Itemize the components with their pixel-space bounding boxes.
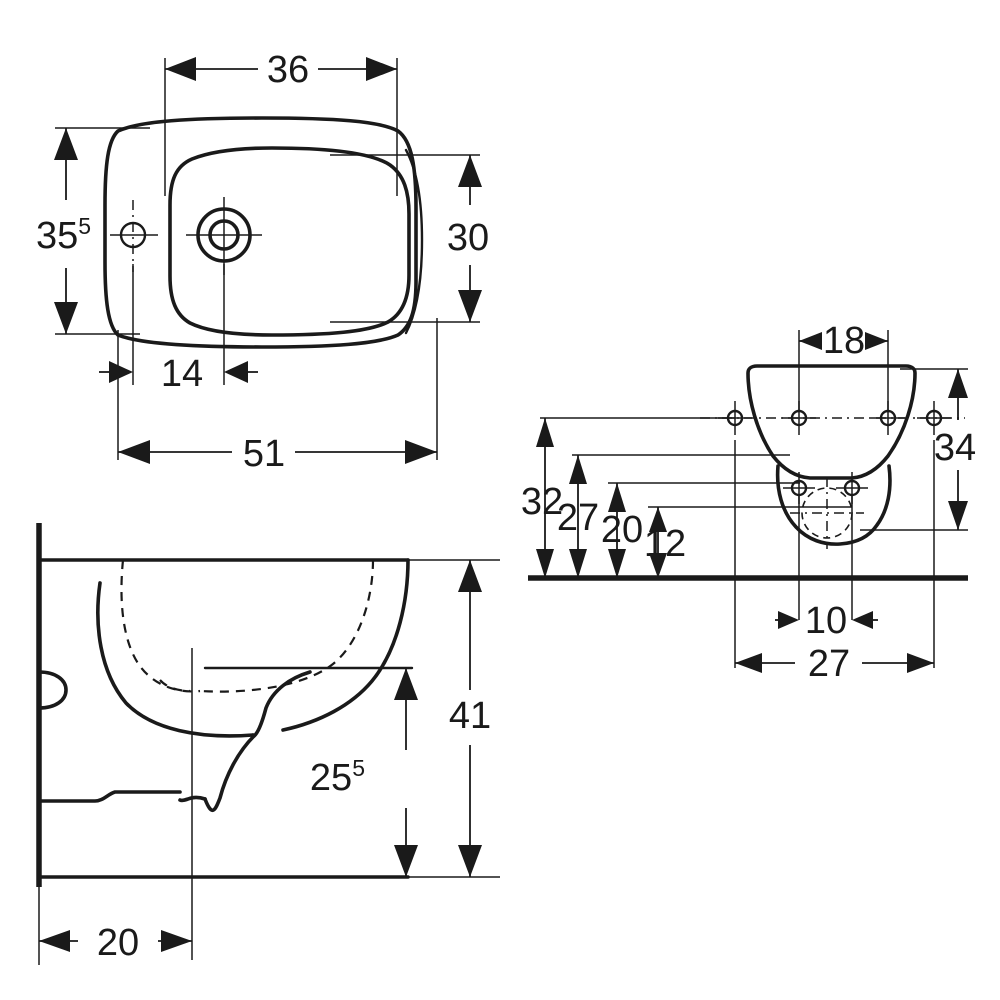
- front-dim-34-arrow-top: [948, 369, 968, 398]
- plan-dim-51-label: 51: [243, 433, 285, 475]
- front-dim-27-vertical: 27: [557, 455, 599, 578]
- plan-dim-51: 51: [118, 433, 437, 475]
- plan-dim-36-arrow-right: [366, 57, 397, 81]
- plan-dim-35-arrow-top: [54, 128, 78, 160]
- plan-dim-35-arrow-bottom: [54, 302, 78, 334]
- plan-dim-14-arrow-left: [109, 361, 133, 383]
- side-dim-41-arrow-top: [458, 560, 482, 592]
- side-dim-25-label: 255: [310, 755, 365, 799]
- side-dim-25-arrow-top: [394, 668, 418, 700]
- front-dim-18: 18: [799, 320, 888, 362]
- front-dim-34-arrow-bottom: [948, 501, 968, 530]
- plan-dim-30-arrow-bottom: [458, 290, 482, 322]
- plan-dim-36: 36: [165, 49, 397, 91]
- front-dim-18-arrow-left: [799, 332, 822, 350]
- plan-dim-35-label: 355: [36, 213, 91, 257]
- plan-dim-36-arrow-left: [165, 57, 196, 81]
- front-view: 18 34 32 27 20: [521, 320, 976, 685]
- front-dim-10: 10: [775, 600, 878, 642]
- front-dim-27v-label: 27: [557, 497, 599, 539]
- front-dim-27h-arrow-left: [735, 653, 762, 673]
- front-dim-12-label: 12: [644, 523, 686, 565]
- side-dim-41-label: 41: [449, 695, 491, 737]
- plan-dim-51-arrow-right: [405, 440, 437, 464]
- side-dim-20-arrow-left: [39, 930, 70, 952]
- front-dim-20-arrow-top: [608, 483, 626, 512]
- front-dim-10-arrow-right: [852, 611, 873, 629]
- front-dim-32-arrow-top: [536, 418, 554, 447]
- side-dim-20: 20: [39, 922, 192, 964]
- plan-inner-bowl: [168, 146, 411, 337]
- side-pedestal-bottom-stub: [178, 795, 207, 803]
- front-dim-27h-label: 27: [808, 643, 850, 685]
- front-dim-34: 34: [934, 369, 976, 530]
- side-dim-41-arrow-bottom: [458, 845, 482, 877]
- side-pedestal-lower-profile: [203, 734, 256, 812]
- side-dim-41: 41: [449, 560, 491, 877]
- front-dim-18-label: 18: [823, 320, 865, 362]
- plan-dim-51-arrow-left: [118, 440, 150, 464]
- plan-dim-30-arrow-top: [458, 155, 482, 187]
- side-bowl-outer-profile: [96, 581, 255, 738]
- plan-dim-14-arrow-right: [224, 361, 248, 383]
- plan-dim-36-label: 36: [267, 49, 309, 91]
- front-dim-12-arrow-top: [649, 507, 667, 532]
- side-dim-25-5: 255: [310, 668, 418, 877]
- front-dim-20: 20: [601, 483, 643, 578]
- front-dim-34-label: 34: [934, 427, 976, 469]
- plan-dim-14-label: 14: [161, 353, 203, 395]
- plan-view: 36 30 355 14: [36, 49, 489, 475]
- plan-dim-30-label: 30: [447, 217, 489, 259]
- plan-dim-35-5: 355: [36, 128, 91, 334]
- side-wall-apron-line: [37, 790, 182, 803]
- plan-right-inner-arc: [404, 148, 424, 335]
- side-view: 41 255 20: [36, 523, 500, 965]
- front-dim-10-arrow-left: [778, 611, 799, 629]
- front-dim-32-label: 32: [521, 481, 563, 523]
- plan-dim-14: 14: [99, 353, 258, 395]
- front-dim-32: 32: [521, 418, 563, 578]
- front-dim-10-label: 10: [805, 600, 847, 642]
- front-dim-20-label: 20: [601, 509, 643, 551]
- front-dim-27v-arrow-top: [569, 455, 587, 484]
- front-dim-27-horizontal: 27: [735, 643, 934, 685]
- plan-dim-30: 30: [447, 155, 489, 322]
- front-dim-27v-arrow-bottom: [569, 549, 587, 578]
- front-outlet-housing: [775, 464, 892, 546]
- side-bowl-right-profile: [281, 558, 410, 732]
- side-dim-20-label: 20: [97, 922, 139, 964]
- plan-outer-rim: [103, 116, 418, 349]
- front-dim-27h-arrow-right: [907, 653, 934, 673]
- side-overflow-hole: [37, 670, 68, 710]
- side-bowl-hidden-bottom: [159, 679, 191, 693]
- side-dim-25-arrow-bottom: [394, 845, 418, 877]
- front-dim-20-arrow-bottom: [608, 549, 626, 578]
- side-bowl-hidden-inner: [120, 559, 201, 693]
- front-dim-12: 12: [644, 507, 686, 578]
- side-bowl-hidden-inner-right: [199, 559, 375, 693]
- front-bowl-outline: [746, 364, 917, 480]
- front-dim-12-arrow-bottom: [649, 553, 667, 578]
- side-dim-20-arrow-right: [161, 930, 192, 952]
- front-dim-18-arrow-right: [865, 332, 888, 350]
- front-dim-32-arrow-bottom: [536, 549, 554, 578]
